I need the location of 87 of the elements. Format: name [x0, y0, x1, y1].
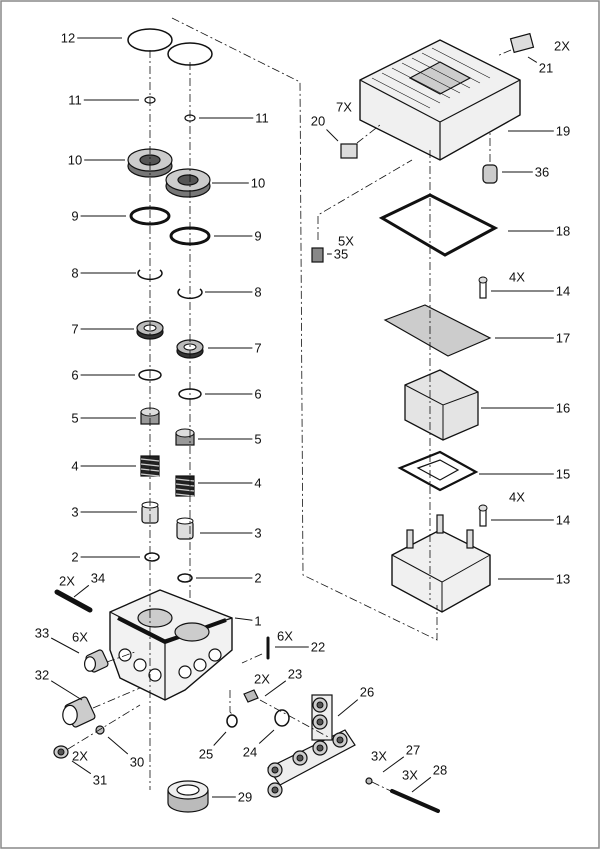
leader-line	[74, 584, 90, 598]
quantity-label: 2X	[59, 574, 75, 588]
leader-line	[338, 699, 358, 716]
callout-number: 6	[254, 386, 262, 402]
leader-line	[80, 328, 134, 330]
callout-number: 21	[538, 60, 554, 76]
callout-number: 4	[254, 476, 262, 490]
callout-number: 30	[130, 754, 144, 770]
callout-number: 7	[254, 340, 262, 356]
callout-number: 9	[254, 228, 262, 244]
callout-number: 14	[556, 284, 570, 298]
callout-number: 20	[310, 114, 326, 128]
quantity-label: 3X	[402, 768, 418, 782]
callout-number: 11	[68, 92, 82, 108]
leader-line	[490, 290, 554, 292]
leader-line	[200, 532, 253, 534]
callout-number: 32	[34, 668, 50, 682]
callout-number: 10	[250, 176, 266, 190]
callout-number: 25	[198, 746, 214, 762]
callout-number: 18	[556, 224, 570, 238]
callout-number: 35	[334, 246, 348, 262]
quantity-label: 3X	[371, 748, 387, 764]
callout-number: 4	[71, 458, 79, 474]
leader-line	[234, 618, 253, 621]
leader-line	[212, 182, 250, 184]
callout-number: 12	[60, 30, 76, 46]
callout-number: 2	[71, 550, 79, 564]
leader-line	[50, 638, 80, 654]
leader-line	[80, 374, 136, 376]
quantity-label: 6X	[277, 628, 293, 644]
quantity-label: 2X	[554, 38, 570, 54]
leader-line	[198, 482, 253, 484]
callout-number: 34	[90, 570, 106, 586]
leader-line	[264, 680, 286, 696]
callout-number: 31	[92, 772, 108, 788]
quantity-label: 4X	[509, 490, 525, 504]
callout-number: 15	[556, 466, 570, 482]
quantity-label: 5X	[338, 234, 354, 248]
callout-number: 1	[254, 614, 262, 628]
leader-line	[213, 732, 226, 746]
quantity-label: 2X	[254, 672, 270, 686]
leader-line	[528, 56, 538, 63]
leader-line	[198, 438, 253, 440]
callout-number: 10	[68, 152, 82, 168]
callout-number: 24	[242, 744, 258, 760]
callout-number: 17	[556, 330, 570, 346]
callout-number: 9	[71, 208, 79, 224]
leader-line	[108, 736, 128, 754]
callout-number: 36	[534, 164, 550, 180]
callout-number: 2	[254, 570, 262, 586]
callout-number: 33	[34, 626, 50, 640]
leader-line	[80, 272, 136, 274]
quantity-label: 6X	[72, 630, 88, 644]
callout-number: 16	[556, 400, 570, 416]
leader-line	[50, 680, 82, 700]
quantity-label: 2X	[72, 748, 88, 764]
leader-line	[412, 776, 432, 792]
callout-number: 14	[556, 512, 570, 528]
leader-line	[72, 760, 92, 774]
callout-number: 6	[71, 368, 79, 382]
callout-number: 26	[360, 684, 374, 700]
callout-number: 22	[310, 640, 326, 654]
callout-number: 13	[556, 572, 570, 586]
leader-line	[382, 756, 404, 772]
callout-number: 8	[71, 266, 79, 280]
callout-number: 8	[254, 284, 262, 300]
quantity-label: 7X	[336, 100, 352, 114]
callout-number: 11	[255, 110, 269, 126]
leader-line	[508, 230, 554, 232]
callout-number: 28	[432, 762, 448, 778]
callout-number: 7	[71, 322, 79, 336]
quantity-label: 4X	[509, 270, 525, 284]
callout-number: 3	[254, 526, 262, 540]
callout-number: 5	[71, 410, 79, 426]
callout-number: 19	[556, 124, 570, 138]
leader-line	[212, 796, 236, 798]
leader-line	[258, 730, 274, 744]
leader-line	[80, 556, 140, 558]
callout-number: 5	[254, 432, 262, 446]
leader-line	[498, 578, 554, 580]
callout-number: 3	[71, 504, 79, 520]
callout-number: 23	[288, 666, 302, 682]
callout-number: 29	[238, 790, 252, 804]
leader-line	[508, 130, 554, 132]
leader-line	[326, 129, 338, 142]
callout-number: 27	[406, 742, 420, 758]
leader-line	[274, 646, 310, 648]
